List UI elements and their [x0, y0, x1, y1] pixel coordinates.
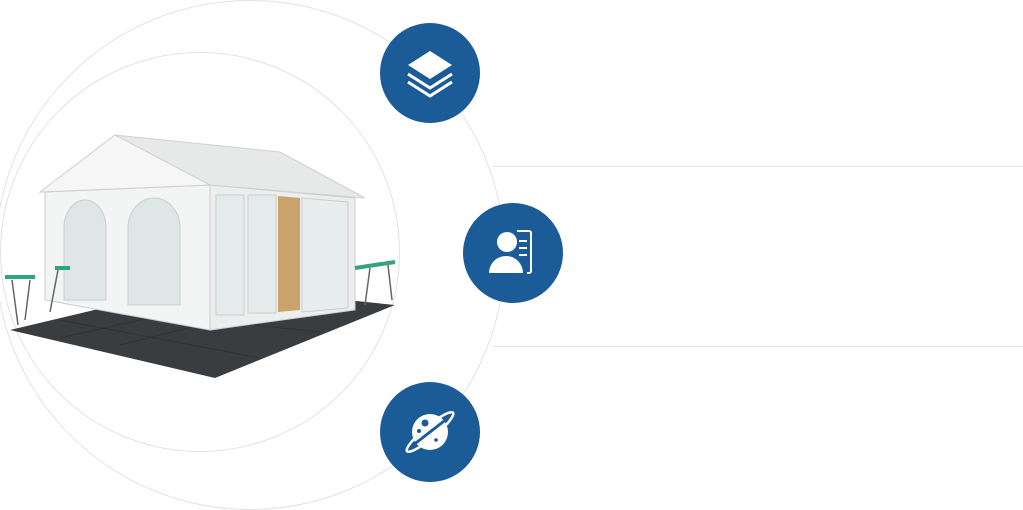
feature-contact-badge[interactable] — [463, 203, 563, 303]
feature-layers-badge[interactable] — [380, 23, 480, 123]
feature-planet-badge[interactable] — [380, 382, 480, 482]
divider-top — [493, 166, 1023, 167]
contact-card-icon — [489, 230, 532, 274]
layers-icon — [407, 51, 453, 98]
planet-icon — [405, 410, 455, 454]
tent-illustration — [5, 134, 396, 378]
divider-bottom — [493, 346, 1023, 347]
inner-ring — [0, 52, 400, 452]
